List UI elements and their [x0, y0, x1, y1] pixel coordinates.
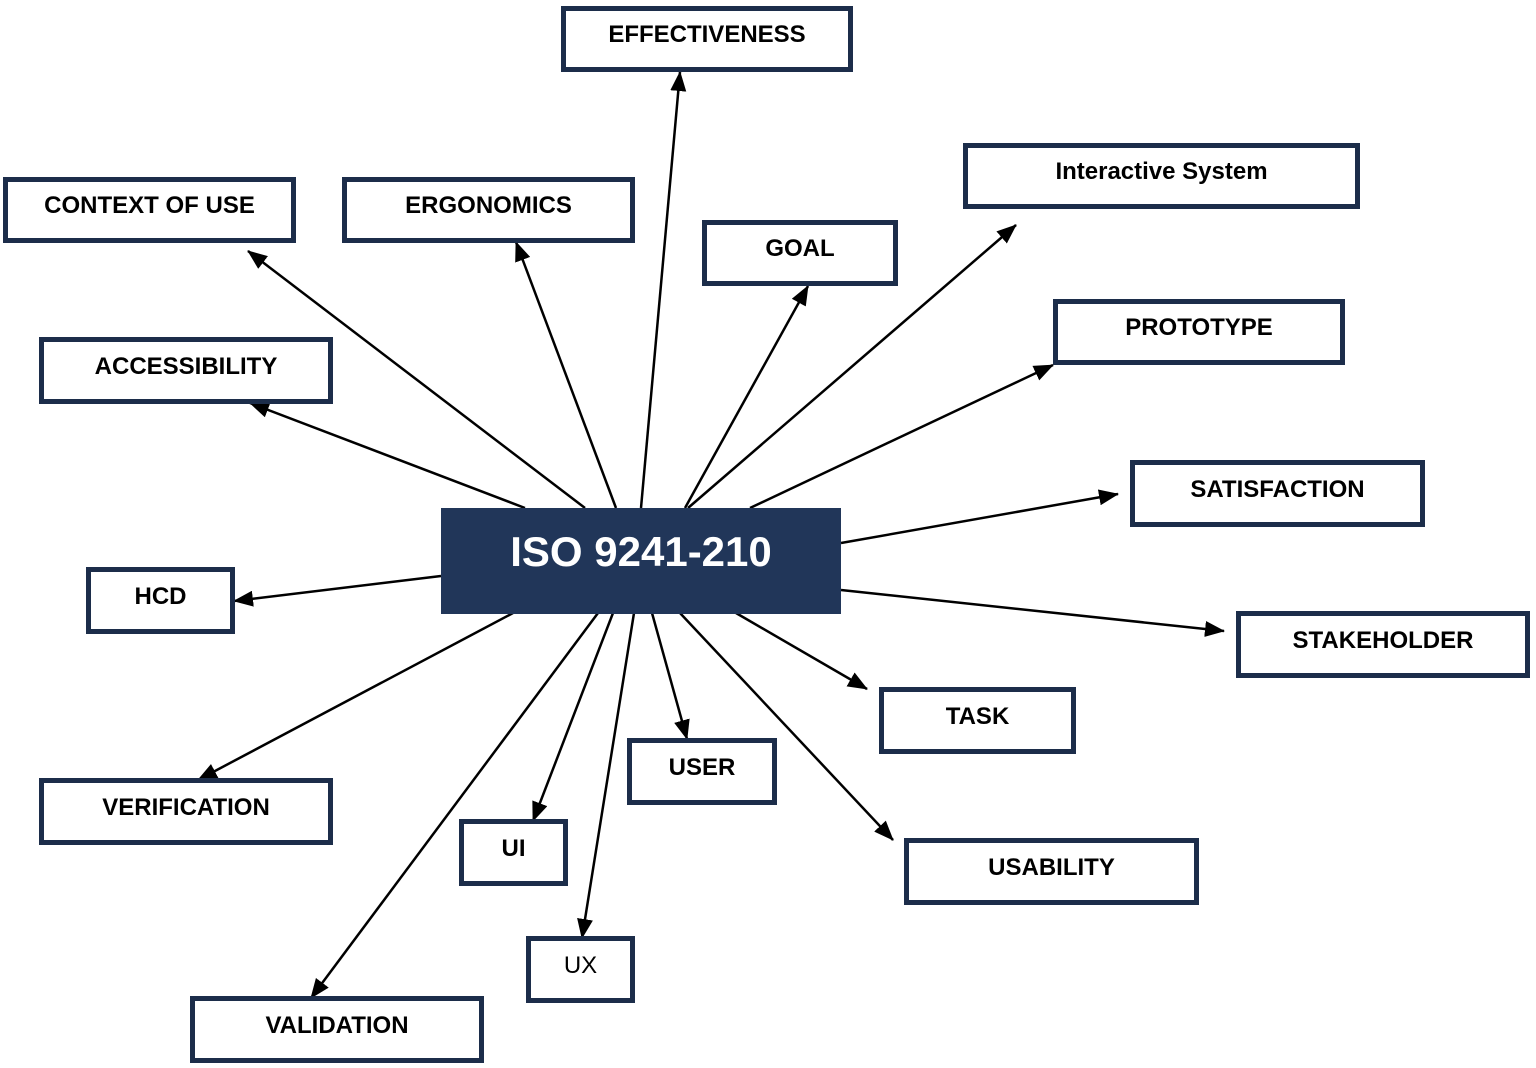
- arrow-to-interactive-system: [687, 224, 1017, 509]
- node-hcd-label: HCD: [134, 582, 187, 610]
- arrow-to-ui: [531, 612, 615, 822]
- node-interactive-system: Interactive System: [963, 143, 1360, 209]
- node-usability-label: USABILITY: [988, 853, 1115, 881]
- arrow-to-stakeholder: [840, 588, 1225, 637]
- central-topic: ISO 9241-210: [441, 508, 841, 614]
- arrow-to-usability: [679, 612, 894, 841]
- node-satisfaction: SATISFACTION: [1130, 460, 1425, 527]
- central-topic-label: ISO 9241-210: [510, 528, 772, 575]
- node-ergonomics: ERGONOMICS: [342, 177, 635, 243]
- arrow-to-hcd: [233, 574, 442, 607]
- node-stakeholder: STAKEHOLDER: [1236, 611, 1530, 678]
- node-goal: GOAL: [702, 220, 898, 286]
- node-verification: VERIFICATION: [39, 778, 333, 845]
- node-usability: USABILITY: [904, 838, 1199, 905]
- node-task: TASK: [879, 687, 1076, 754]
- arrow-to-prototype: [749, 363, 1054, 510]
- arrow-to-satisfaction: [840, 489, 1119, 545]
- node-stakeholder-label: STAKEHOLDER: [1292, 626, 1474, 654]
- arrow-to-task: [735, 611, 868, 691]
- arrow-to-context-of-use: [247, 250, 586, 509]
- node-hcd: HCD: [86, 567, 235, 634]
- arrow-to-validation: [309, 612, 600, 999]
- arrow-to-goal: [683, 285, 810, 509]
- node-effectiveness: EFFECTIVENESS: [561, 6, 853, 72]
- arrow-to-accessibility: [249, 401, 526, 510]
- node-accessibility-label: ACCESSIBILITY: [94, 352, 278, 380]
- node-verification-label: VERIFICATION: [102, 793, 270, 821]
- node-goal-label: GOAL: [765, 235, 835, 262]
- node-validation-label: VALIDATION: [265, 1011, 409, 1039]
- node-satisfaction-label: SATISFACTION: [1190, 475, 1365, 503]
- node-validation: VALIDATION: [190, 996, 484, 1063]
- node-context-of-use-label: CONTEXT OF USE: [44, 192, 255, 219]
- node-ui: UI: [459, 819, 568, 886]
- node-user: USER: [627, 738, 777, 805]
- arrow-to-user: [650, 612, 690, 740]
- node-ux-label: UX: [563, 951, 598, 979]
- arrow-to-ux: [577, 612, 636, 939]
- node-effectiveness-label: EFFECTIVENESS: [608, 21, 806, 48]
- arrow-to-ergonomics: [514, 241, 618, 509]
- node-interactive-system-label: Interactive System: [1055, 158, 1268, 185]
- arrow-to-verification: [197, 611, 514, 782]
- node-user-label: USER: [668, 753, 736, 781]
- node-accessibility: ACCESSIBILITY: [39, 337, 333, 404]
- arrow-to-effectiveness: [639, 71, 687, 509]
- node-task-label: TASK: [945, 702, 1010, 730]
- node-ergonomics-label: ERGONOMICS: [405, 192, 572, 219]
- node-ui-label: UI: [501, 834, 526, 862]
- node-prototype: PROTOTYPE: [1053, 299, 1345, 365]
- node-context-of-use: CONTEXT OF USE: [3, 177, 296, 243]
- node-ux: UX: [526, 936, 635, 1003]
- node-prototype-label: PROTOTYPE: [1125, 314, 1273, 341]
